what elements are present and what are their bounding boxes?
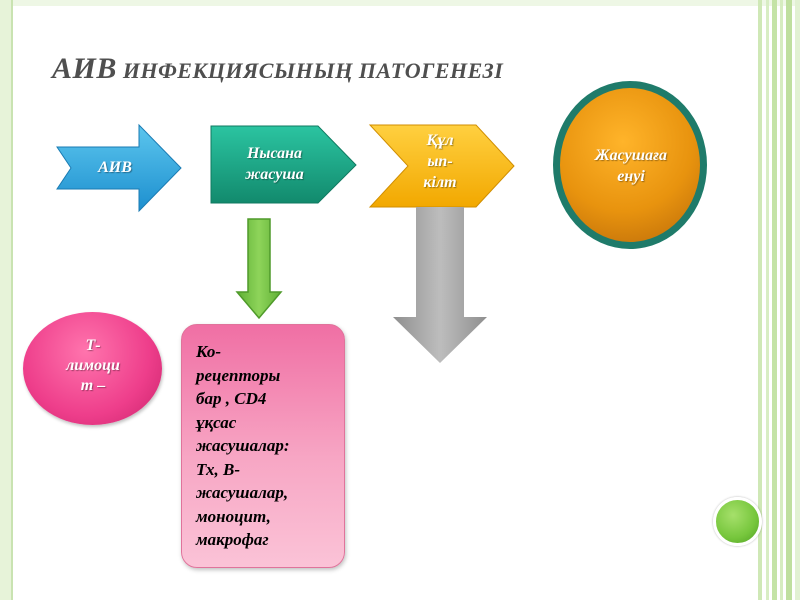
green-down-arrow xyxy=(235,218,283,320)
aiv-arrow xyxy=(56,123,182,213)
cell-entry-line1: Жасушаға xyxy=(594,147,667,164)
decorative-dot xyxy=(713,497,762,546)
coreceptor-line: Тх, В- xyxy=(196,459,240,479)
t-lymphocyte-label: Т- лимоци т – xyxy=(48,336,138,396)
t-lymphocyte-line3: т – xyxy=(80,377,106,394)
coreceptor-box xyxy=(181,324,345,568)
grey-down-arrow xyxy=(393,207,487,363)
coreceptor-line: ұқсас xyxy=(196,412,237,432)
slide-frame-left xyxy=(0,0,11,600)
title-prefix: АИВ xyxy=(52,52,117,85)
key-label-line2: ып- xyxy=(427,153,453,170)
title-rest: ИНФЕКЦИЯСЫНЫҢ ПАТОГЕНЕЗІ xyxy=(116,58,504,83)
coreceptor-line: макрофаг xyxy=(196,530,269,549)
coreceptor-line: рецепторы xyxy=(196,365,281,385)
coreceptor-line: моноцит, xyxy=(196,506,271,526)
coreceptor-line: жасушалар, xyxy=(196,483,289,502)
aiv-arrow-label: АИВ xyxy=(98,159,132,176)
coreceptor-text: Ко- рецепторы бар , CD4 ұқсас жасушалар:… xyxy=(196,340,344,552)
key-arrow xyxy=(368,124,515,208)
slide-frame-stripes xyxy=(758,0,800,600)
t-lymphocyte-circle xyxy=(23,312,162,425)
coreceptor-line: Ко- xyxy=(196,342,222,361)
slide-title: АИВ ИНФЕКЦИЯСЫНЫҢ ПАТОГЕНЕЗІ xyxy=(52,52,503,86)
t-lymphocyte-line2: лимоци xyxy=(66,357,120,374)
t-lymphocyte-line1: Т- xyxy=(85,337,101,354)
slide-frame-top xyxy=(0,0,800,6)
slide-frame-left-line xyxy=(11,0,13,600)
cell-entry-label: Жасушаға енуі xyxy=(575,145,687,187)
cell-entry-circle xyxy=(553,81,707,249)
target-cell-label-line2: жасуша xyxy=(245,166,304,183)
target-cell-arrow xyxy=(210,125,357,204)
key-label-line3: кілт xyxy=(423,174,457,191)
coreceptor-line: бар , CD4 xyxy=(196,389,267,408)
target-cell-label: Нысана жасуша xyxy=(222,143,327,185)
cell-entry-line2: енуі xyxy=(617,168,645,185)
coreceptor-line: жасушалар: xyxy=(196,436,290,455)
target-cell-label-line1: Нысана xyxy=(246,145,303,162)
key-label-line1: Құл xyxy=(426,132,454,149)
key-arrow-label: Құл ып- кілт xyxy=(400,130,480,193)
